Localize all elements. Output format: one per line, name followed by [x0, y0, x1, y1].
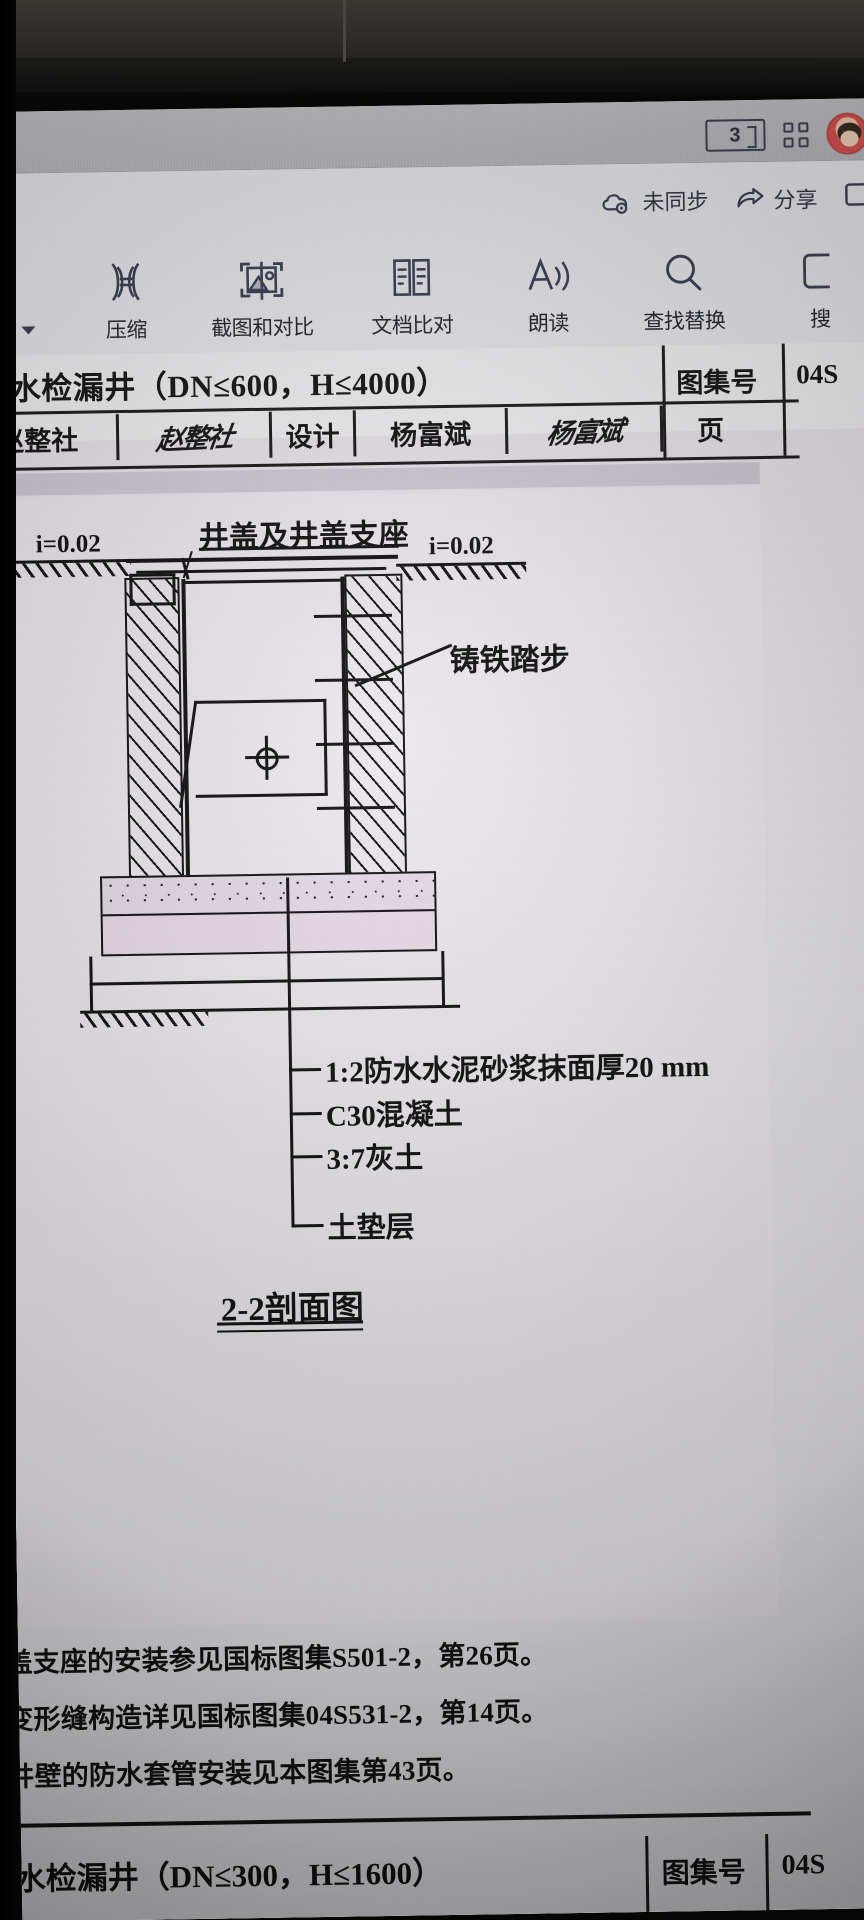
layer-leader-1	[289, 1067, 322, 1072]
sync-status-label: 未同步	[642, 188, 709, 215]
pipe-open-top	[194, 698, 327, 704]
handwritten-signature-2: 杨富斌	[544, 415, 624, 450]
layer-leader-4	[291, 1223, 324, 1228]
ribbon-toolbar: 翻译 压缩	[0, 234, 864, 356]
document-footer: 排水检漏井（DN≤300，H≤1600） 图集号 04S	[0, 1811, 825, 1918]
chamber-top	[185, 578, 342, 585]
ribbon-item-search-doc[interactable]: 搜	[758, 234, 864, 334]
cover-top-line	[126, 554, 399, 563]
note-line-2: 沟变形缝构造详见国标图集04S531-2，第14页。	[0, 1696, 549, 1736]
more-icon	[843, 181, 864, 213]
layer-label-2: C30混凝土	[325, 1098, 464, 1133]
grid-view-icon[interactable]	[783, 121, 809, 148]
signature-cell-role: 设计	[271, 410, 357, 458]
search-doc-icon	[793, 243, 846, 300]
ribbon-label-find-replace: 查找替换	[643, 309, 726, 334]
ground-hatch-right	[396, 564, 527, 581]
note-line-3: 越井壁的防水套管安装见本图集第43页。	[0, 1754, 471, 1793]
section-drawing: i=0.02 i=0.02 井盖及井盖支座	[0, 486, 778, 1629]
ground-hatch-left	[0, 561, 132, 579]
dimension-line	[89, 977, 444, 986]
slope-label-right: i=0.02	[428, 532, 495, 561]
search-icon	[657, 245, 710, 302]
note-line-1: 井盖支座的安装参见国标图集S501-2，第26页。	[0, 1639, 548, 1679]
page-count-badge[interactable]: 3	[705, 118, 766, 152]
footer-title: 排水检漏井（DN≤300，H≤1600）	[0, 1854, 444, 1897]
layer-leader-3	[290, 1154, 323, 1159]
signature-cell-sign-1: 赵整社	[118, 411, 273, 461]
sync-share-row: 未同步 分享	[0, 160, 864, 248]
notes-block: 井盖支座的安装参见国标图集S501-2，第26页。 沟变形缝构造详见国标图集04…	[0, 1629, 781, 1813]
monitor-screen: + 3	[0, 98, 864, 1920]
ribbon-label-compress: 压缩	[105, 318, 148, 343]
left-bezel-shadow	[0, 0, 16, 1920]
read-aloud-icon	[521, 247, 574, 304]
signature-cell-name-2: 杨富斌	[355, 407, 509, 457]
ribbon-label-search-doc: 搜	[809, 307, 831, 332]
ribbon-item-find-replace[interactable]: 查找替换	[608, 236, 760, 336]
share-icon	[734, 187, 764, 211]
grid-cell	[783, 136, 794, 148]
footer-atlas-value: 04S	[781, 1849, 826, 1881]
document-compare-icon	[385, 249, 438, 306]
ceiling-band	[0, 0, 864, 60]
grid-cell	[783, 121, 794, 133]
wall-left-hatched	[124, 577, 185, 880]
more-button[interactable]	[843, 181, 864, 213]
wall-right-hatched	[344, 573, 408, 877]
footer-rule	[0, 1811, 811, 1829]
ground-hatch-base	[80, 1011, 209, 1028]
page-count-value: 3	[729, 123, 742, 146]
layer-label-4: 土垫层	[327, 1211, 415, 1245]
share-button[interactable]: 分享	[734, 182, 818, 215]
ribbon-item-compress[interactable]: 压缩	[64, 245, 188, 345]
handwritten-signature-1: 赵整社	[154, 421, 234, 456]
step-label: 铸铁踏步	[449, 643, 570, 678]
page-badge-slit	[747, 126, 757, 149]
layer-leader-2	[289, 1111, 322, 1116]
signature-cell-name-1: 赵整社	[0, 414, 120, 463]
ceiling-band-lower	[0, 58, 864, 92]
footer-divider-2	[765, 1834, 770, 1917]
tab-strip-right-tools: 3	[705, 112, 864, 157]
slope-label-left: i=0.02	[35, 530, 101, 559]
ribbon-item-screenshot-compare[interactable]: 截图和对比	[186, 243, 338, 343]
pipe-open-bottom	[195, 792, 328, 798]
ribbon-item-document-compare[interactable]: 文档比对	[336, 240, 488, 340]
atlas-value: 04S	[795, 358, 839, 390]
ribbon-item-read-aloud[interactable]: 朗读	[486, 238, 610, 338]
footer-atlas-label: 图集号	[661, 1857, 747, 1890]
cloud-sync-icon	[599, 190, 633, 214]
document-title: 排水检漏井（DN≤600，H≤4000）	[0, 364, 448, 407]
grid-cell	[798, 136, 809, 147]
compress-icon	[99, 254, 152, 311]
ceiling-seam	[343, 0, 346, 62]
atlas-label: 图集号	[676, 367, 758, 399]
center-circle-icon	[255, 747, 279, 771]
sync-status-button[interactable]: 未同步	[599, 184, 709, 218]
footer-divider-1	[645, 1835, 650, 1918]
ribbon-label-screenshot-compare: 截图和对比	[211, 316, 314, 341]
grid-cell	[798, 121, 809, 132]
document-canvas[interactable]: 排水检漏井（DN≤600，H≤4000） 图集号 04S 赵整社 赵整社 设计 …	[0, 342, 864, 1920]
layer-label-1: 1:2防水水泥砂浆抹面厚20 mm	[324, 1050, 710, 1089]
footer-row: 排水检漏井（DN≤300，H≤1600）	[0, 1839, 444, 1906]
layer-label-3: 3:7灰土	[326, 1142, 424, 1176]
foundation-lime-soil-layer	[100, 909, 438, 957]
pipe-open-right	[323, 698, 328, 795]
share-label: 分享	[773, 187, 818, 213]
ribbon-items: 翻译 压缩	[0, 234, 864, 347]
signature-cell-page: 页	[696, 415, 725, 446]
signature-cell-sign-2: 杨富斌	[507, 405, 664, 454]
chevron-down-icon[interactable]	[21, 326, 36, 335]
ribbon-label-read-aloud: 朗读	[527, 311, 570, 336]
user-avatar[interactable]	[826, 112, 864, 155]
screenshot-compare-icon	[235, 251, 288, 308]
ribbon-label-document-compare: 文档比对	[371, 313, 454, 339]
